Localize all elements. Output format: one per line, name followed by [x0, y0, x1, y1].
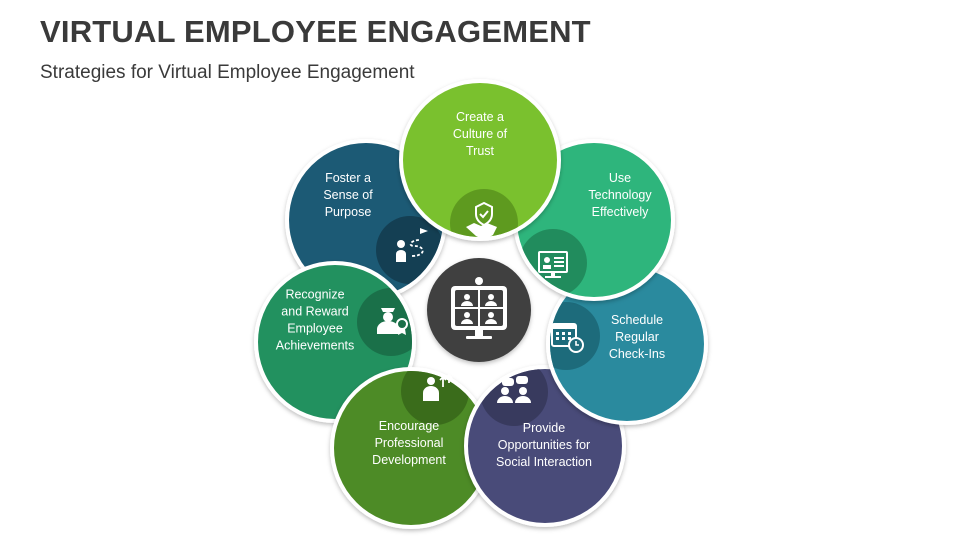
petal-label-line: Use [609, 171, 631, 185]
page-subtitle: Strategies for Virtual Employee Engageme… [40, 62, 415, 83]
petal-label-line: Achievements [276, 339, 355, 353]
petal-label-line: and Reward [281, 305, 348, 319]
petal-label-line: Encourage [379, 419, 440, 433]
handshake-shield-icon [466, 201, 497, 240]
petal-label-line: Purpose [325, 205, 372, 219]
petal-label-line: Employee [287, 322, 343, 336]
petal-label-line: Create a [456, 110, 504, 124]
petal-label-line: Provide [523, 421, 565, 435]
petal-label-line: Recognize [285, 288, 344, 302]
petal-label-line: Foster a [325, 171, 371, 185]
video-conference-icon [451, 277, 507, 339]
center-hub [427, 258, 531, 362]
petal-label-line: Schedule [611, 313, 663, 327]
petal-label-line: Trust [466, 144, 495, 158]
petal-label-line: Technology [588, 188, 652, 202]
page-title: VIRTUAL EMPLOYEE ENGAGEMENT [40, 14, 591, 49]
petal-label-line: Sense of [323, 188, 373, 202]
path-goal-icon [396, 228, 428, 262]
petal-label-trust: Create a Culture of Trust [453, 110, 508, 158]
petal-label-line: Regular [615, 330, 659, 344]
petal-trust: Create a Culture of Trust [399, 79, 561, 241]
petal-label-line: Social Interaction [496, 455, 592, 469]
chat-group-icon [497, 376, 531, 403]
petal-label-line: Culture of [453, 127, 508, 141]
petal-label-purpose: Foster a Sense of Purpose [323, 171, 373, 219]
growth-person-icon [423, 373, 453, 401]
petal-label-line: Professional [375, 436, 444, 450]
petal-label-line: Check-Ins [609, 347, 665, 361]
petal-label-line: Opportunities for [498, 438, 590, 452]
monitor-profile-icon [538, 251, 568, 278]
petal-label-line: Development [372, 453, 446, 467]
calendar-clock-icon [551, 323, 584, 353]
petal-label-line: Effectively [592, 205, 649, 219]
award-person-icon [377, 308, 408, 335]
